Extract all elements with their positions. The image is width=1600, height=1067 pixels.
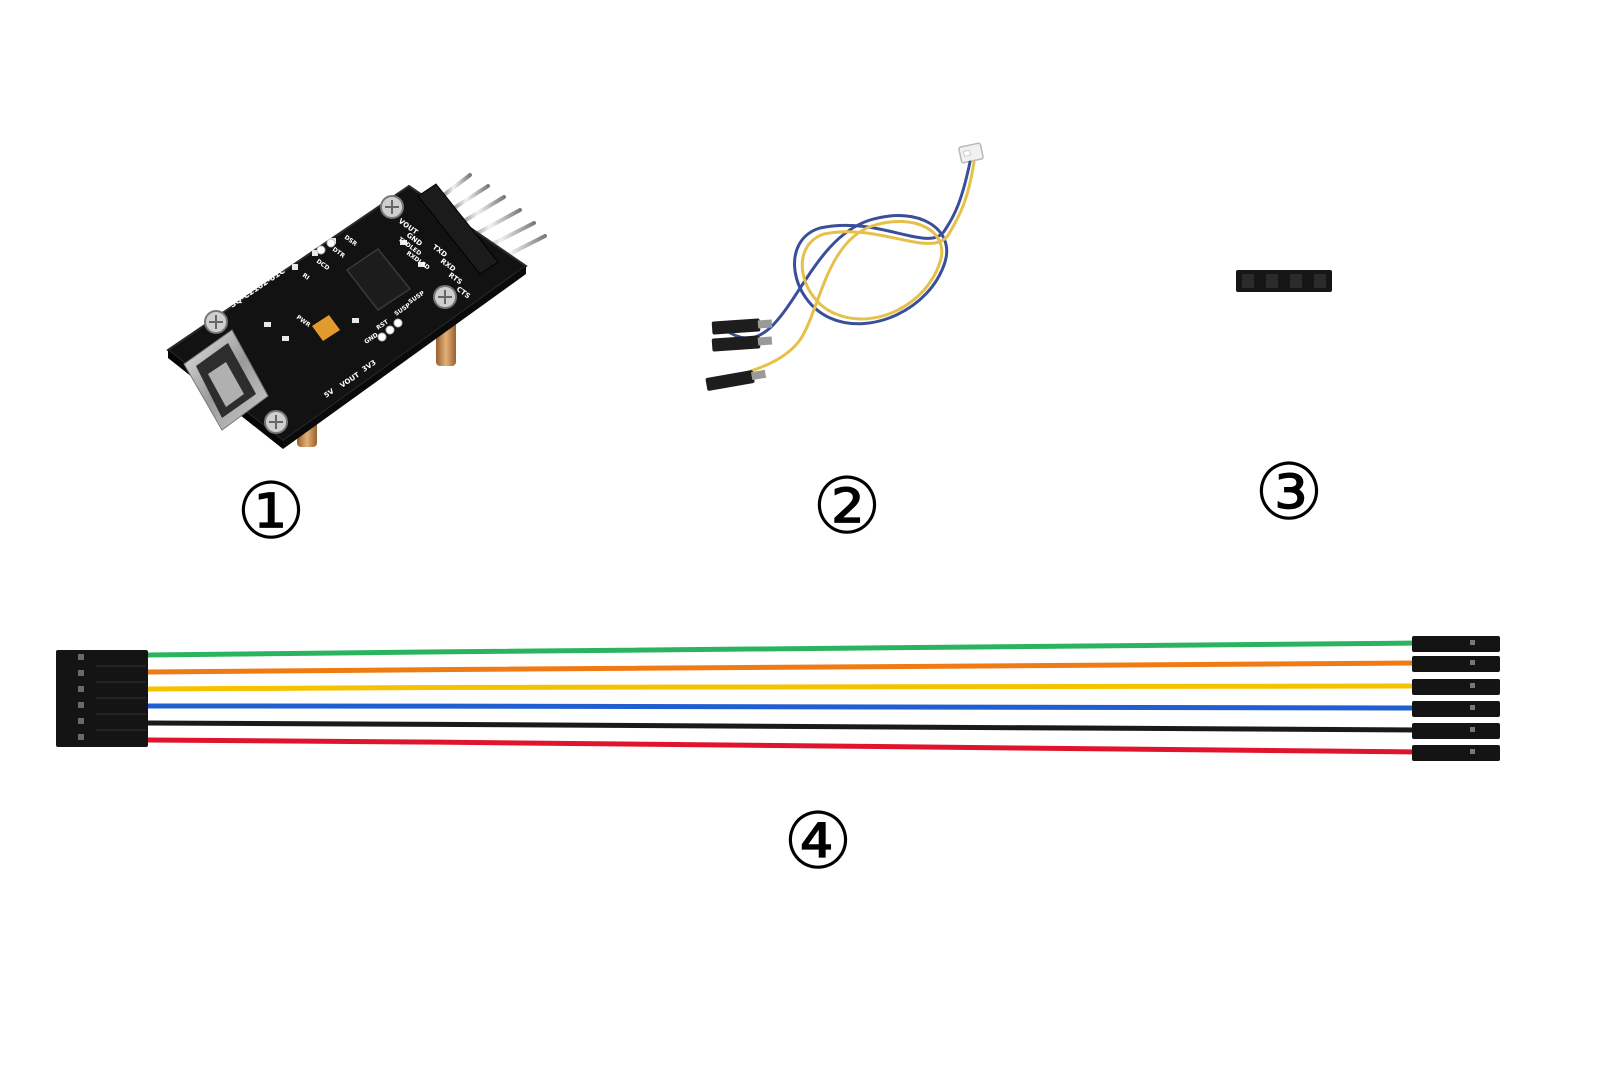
left-6pin-housing [56,650,148,747]
wire-blue [147,703,1421,711]
usb-c-connector [183,329,269,431]
wire-yellow [147,683,1421,692]
item-marker-2: ② [812,462,882,552]
ic-chip [345,247,412,312]
screw [204,310,228,334]
dupont-connector [705,369,767,391]
capacitor [312,315,340,341]
right-single-housing [1412,701,1500,717]
small-white-connector [958,142,984,164]
wire-red [147,737,1421,755]
right-single-housing [1412,679,1500,695]
dupont-connector [711,318,773,335]
wire-black [147,720,1421,733]
pin-header [1236,241,1332,345]
connector-cable [705,142,984,391]
pin-header-housing [1236,270,1332,292]
right-single-housing [1412,723,1500,739]
right-single-housing [1412,636,1500,652]
right-single-housing [1412,745,1500,761]
screw [264,410,288,434]
cable-wire-yellow [746,160,976,374]
item-marker-4: ④ [783,797,853,887]
cable-wire-blue [718,160,972,340]
dupont-connector [711,335,773,352]
usb-uart-board: SQ-C2102-01C VOUT GND TXD RXD RTS CTS TX… [166,173,547,449]
pin-housing [417,183,499,275]
wire-green [147,640,1421,658]
jumper-cable [56,636,1500,761]
pad-label-ri: RI [301,272,311,282]
screw [433,285,457,309]
screw [380,195,404,219]
item-marker-1: ① [236,467,306,557]
right-single-housing [1412,656,1500,672]
item-marker-3: ③ [1254,448,1324,538]
wire-orange [147,660,1421,675]
